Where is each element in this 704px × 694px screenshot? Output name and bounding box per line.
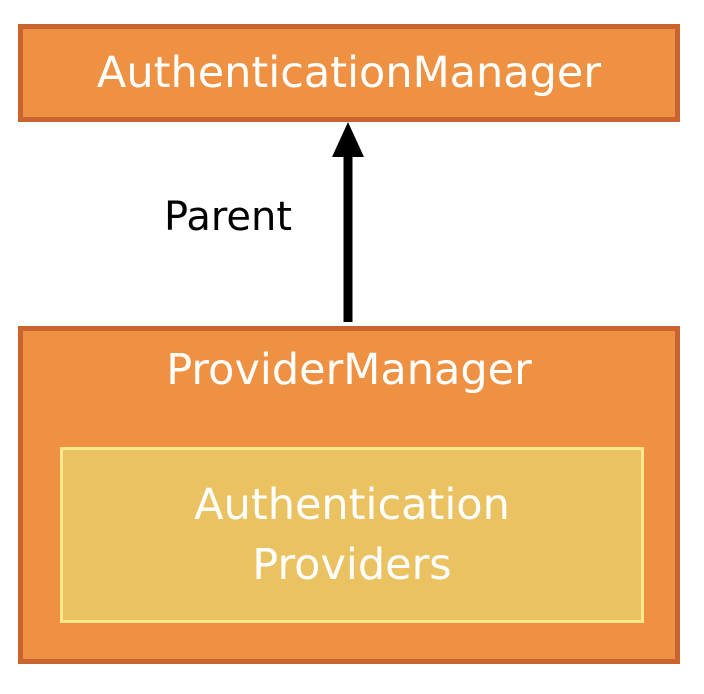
authentication-manager-box: AuthenticationManager [18, 24, 680, 122]
authentication-providers-line2: Providers [252, 540, 452, 590]
provider-manager-label: ProviderManager [166, 345, 532, 395]
provider-manager-box: ProviderManager Authentication Providers [18, 326, 680, 664]
authentication-manager-label: AuthenticationManager [96, 48, 602, 98]
authentication-providers-line1: Authentication [194, 479, 510, 530]
parent-label: Parent [164, 194, 293, 240]
parent-arrow-head [332, 122, 364, 157]
authentication-providers-box: Authentication Providers [60, 447, 644, 623]
